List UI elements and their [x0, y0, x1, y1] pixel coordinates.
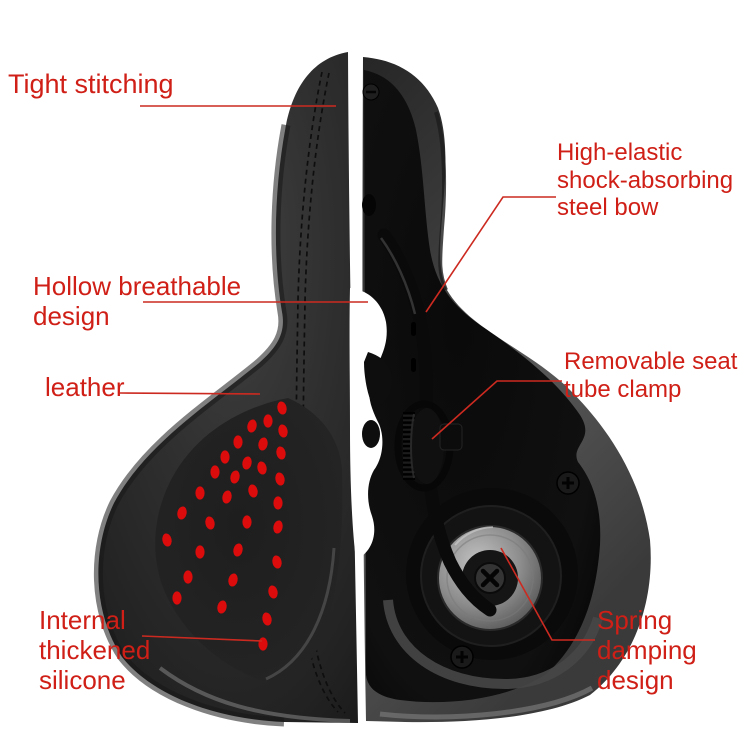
silicone-dot [248, 484, 258, 498]
silicone-dot [242, 456, 252, 470]
silicone-dot [205, 516, 215, 530]
leader-spring [500, 547, 595, 641]
label-hollow-line2: design [33, 300, 110, 331]
silicone-dot [273, 520, 283, 534]
silicone-dot [272, 555, 282, 569]
leader-lines [119, 105, 595, 642]
label-steel-bow: High-elastic shock-absorbing steel bow [557, 139, 733, 222]
silicone-dot [230, 470, 240, 484]
silicone-dot [257, 461, 267, 475]
label-silicone-line1: Internal [39, 605, 126, 635]
label-spring-line1: Spring [597, 605, 673, 635]
silicone-dot [275, 472, 285, 486]
silicone-dot [258, 637, 268, 651]
silicone-dot [220, 450, 230, 464]
silicone-dot [233, 543, 243, 557]
silicone-dot [262, 612, 272, 626]
silicone-dot [222, 490, 232, 504]
silicone-dot [273, 496, 283, 510]
silicone-dot [258, 437, 268, 451]
silicone-dot [177, 506, 187, 520]
silicone-dot [183, 570, 193, 584]
silicone-dot [210, 465, 220, 479]
spring-damper [406, 488, 578, 660]
silicone-dot [228, 573, 238, 587]
hollow-cutout [349, 288, 392, 560]
silicone-dot [278, 424, 288, 438]
label-silicone: Internal thickened silicone [39, 605, 151, 696]
label-leather: leather [45, 372, 125, 402]
label-spring-line3: design [597, 664, 674, 695]
label-clamp-line1: Removable seat [564, 348, 738, 375]
silicone-dot [217, 600, 227, 614]
mounting-screws [362, 83, 580, 669]
silicone-dot [242, 515, 252, 529]
label-clamp-line2: tube clamp [564, 375, 682, 403]
steel-bow [377, 228, 497, 617]
silicone-dot [263, 414, 273, 428]
leader-steel-bow [425, 196, 556, 313]
label-silicone-line3: silicone [39, 664, 126, 695]
saddle-left-half-top-view [93, 52, 358, 727]
silicone-dot [172, 591, 182, 605]
silicone-dot [162, 533, 172, 547]
label-spring-line2: damping [597, 634, 697, 665]
leader-silicone [141, 635, 263, 642]
silicone-dot [233, 435, 243, 449]
silicone-panel [155, 398, 343, 682]
silicone-dot [268, 585, 278, 599]
label-steel-bow-line3: steel bow [557, 194, 659, 222]
leader-leather [119, 392, 261, 395]
label-steel-bow-line2: shock-absorbing [557, 166, 734, 194]
label-silicone-line2: thickened [39, 634, 151, 665]
leader-seat-clamp [431, 380, 562, 440]
label-steel-bow-line1: High-elastic [557, 139, 683, 166]
silicone-dot [276, 446, 286, 460]
label-seat-clamp: Removable seat tube clamp [564, 348, 737, 403]
silicone-dot [277, 401, 287, 415]
seat-tube-clamp [394, 400, 463, 492]
label-hollow-design: Hollow breathable design [33, 271, 242, 332]
silicone-dot [247, 419, 257, 433]
saddle-right-half-underside [362, 57, 651, 723]
label-spring-damping: Spring damping design [597, 605, 697, 696]
label-tight-stitching: Tight stitching [8, 69, 174, 99]
silicone-dot [195, 486, 205, 500]
silicone-dot [195, 545, 205, 559]
label-hollow-line1: Hollow breathable [33, 271, 242, 301]
